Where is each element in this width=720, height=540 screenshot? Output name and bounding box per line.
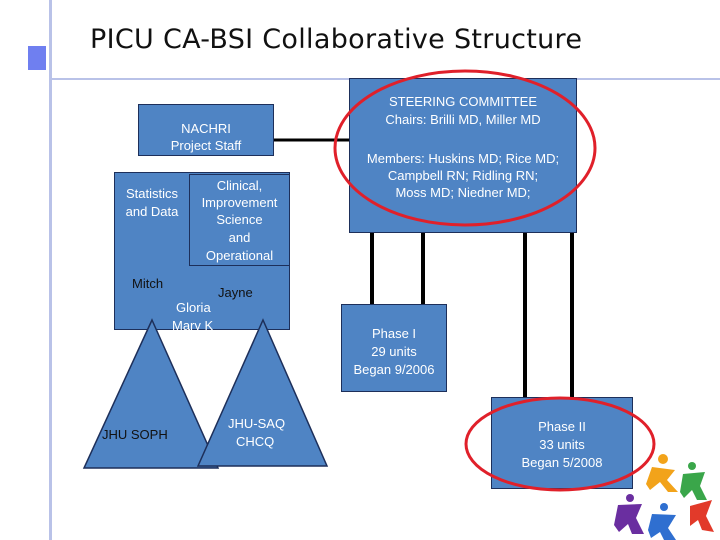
phase2-began: Began 5/2008 bbox=[521, 455, 603, 470]
phase1-name: Phase I bbox=[371, 326, 417, 341]
members-label: Members: bbox=[366, 151, 425, 166]
slide-accent-tab bbox=[28, 46, 46, 70]
steering-highlight-ellipse bbox=[333, 69, 597, 227]
person-mary: Mary K bbox=[172, 318, 214, 333]
phase2-highlight-ellipse bbox=[464, 396, 656, 492]
phase1-began: Began 9/2006 bbox=[353, 362, 435, 377]
steering-members-line-1: Members: Huskins MD; Rice MD; bbox=[344, 150, 582, 168]
clinical-box bbox=[189, 174, 290, 266]
steering-chairs: Chairs: Brilli MD, Miller MD bbox=[349, 111, 577, 129]
chairs-label: Chairs: bbox=[385, 112, 427, 127]
steering-committee-box bbox=[349, 78, 577, 233]
clinical-line-1: Clinical, bbox=[216, 178, 263, 193]
project-staff-label: Project Staff bbox=[170, 138, 242, 153]
person-gloria: Gloria bbox=[176, 300, 211, 315]
steering-title: STEERING COMMITTEE bbox=[388, 94, 538, 109]
steering-members-line-2: Campbell RN; Ridling RN; bbox=[387, 168, 539, 183]
members-names-1: Huskins MD; Rice MD; bbox=[428, 151, 560, 166]
phase1-units: 29 units bbox=[371, 344, 417, 359]
slide-accent-bar bbox=[49, 0, 52, 540]
person-mitch: Mitch bbox=[132, 276, 164, 291]
clinical-line-3: Science bbox=[216, 212, 263, 227]
person-jayne: Jayne bbox=[218, 285, 253, 300]
nachri-box bbox=[138, 104, 274, 156]
statistics-label: Statistics bbox=[125, 186, 178, 201]
chcq-label: CHCQ bbox=[236, 434, 275, 449]
phase2-name: Phase II bbox=[538, 419, 586, 434]
phase2-box bbox=[491, 397, 633, 489]
data-label: and Data bbox=[125, 204, 179, 219]
clinical-line-5: Operational bbox=[205, 248, 274, 263]
jhu-saq-triangle bbox=[196, 318, 329, 467]
people-logo-icon bbox=[614, 454, 714, 540]
jhu-saq-label: JHU-SAQ bbox=[228, 416, 286, 431]
chairs-names: Brilli MD, Miller MD bbox=[430, 112, 541, 127]
clinical-line-2: Improvement bbox=[201, 195, 278, 210]
slide-title: PICU CA-BSI Collaborative Structure bbox=[90, 24, 583, 55]
jhu-soph-label: JHU SOPH bbox=[102, 427, 168, 442]
phase2-units: 33 units bbox=[539, 437, 585, 452]
nachri-label: NACHRI bbox=[181, 121, 231, 136]
phase1-box bbox=[341, 304, 447, 392]
clinical-line-4: and bbox=[228, 230, 251, 245]
steering-members-line-3: Moss MD; Niedner MD; bbox=[395, 185, 531, 200]
jhu-soph-triangle bbox=[82, 318, 220, 469]
